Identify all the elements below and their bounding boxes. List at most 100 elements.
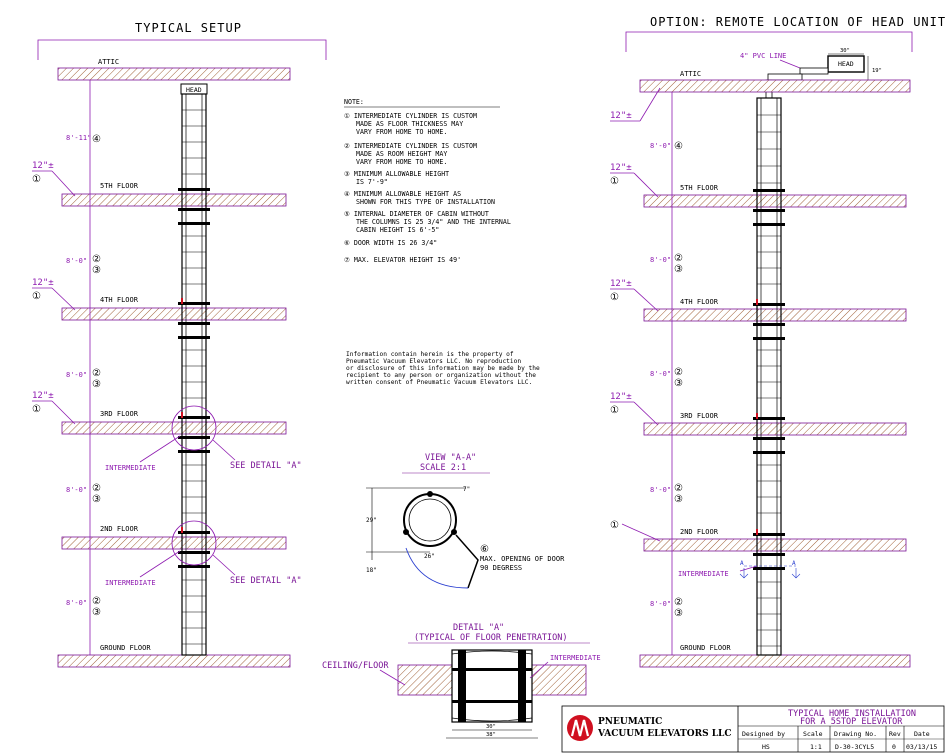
- svg-text:⑥ DOOR WIDTH IS 26 3/4": ⑥ DOOR WIDTH IS 26 3/4": [344, 239, 437, 247]
- elevator-tube-left: HEAD: [178, 83, 210, 656]
- intermediate-label-3rd: INTERMEDIATE: [105, 464, 156, 472]
- dim-5-4: 8'-0": [66, 257, 87, 265]
- fifth-floor-label: 5TH FLOOR: [100, 182, 139, 190]
- second-floor-slab: [61, 536, 287, 550]
- intermediate-label-2nd: INTERMEDIATE: [105, 579, 156, 587]
- marker-2d: ②: [92, 596, 101, 607]
- remote-bracket: [625, 31, 913, 52]
- ground-floor-label-right: GROUND FLOOR: [680, 644, 731, 652]
- svg-text:③: ③: [674, 264, 683, 275]
- svg-text:MADE AS ROOM HEIGHT MAY: MADE AS ROOM HEIGHT MAY: [356, 150, 447, 158]
- svg-text:12"±: 12"±: [610, 163, 632, 173]
- svg-text:THE COLUMNS IS 25 3/4" AND THE: THE COLUMNS IS 25 3/4" AND THE INTERNAL: [356, 218, 511, 226]
- svg-text:②: ②: [674, 367, 683, 378]
- ground-floor-slab: [57, 654, 291, 668]
- svg-text:19": 19": [872, 68, 882, 74]
- svg-text:②: ②: [674, 483, 683, 494]
- svg-text:12"±: 12"±: [32, 278, 54, 288]
- second-floor-label: 2ND FLOOR: [100, 525, 139, 533]
- svg-text:MAX. OPENING OF DOOR: MAX. OPENING OF DOOR: [480, 555, 565, 563]
- drawing-title-2: FOR A 5STOP ELEVATOR: [800, 717, 903, 727]
- fourth-floor-label-right: 4TH FLOOR: [680, 298, 719, 306]
- svg-text:①: ①: [32, 291, 41, 302]
- head-label-right: HEAD: [838, 60, 854, 68]
- svg-text:recipient to any person or org: recipient to any person or organization …: [346, 372, 536, 379]
- svg-text:D-30-3CYL5: D-30-3CYL5: [835, 743, 874, 751]
- svg-text:8'-0": 8'-0": [650, 370, 671, 378]
- svg-text:⑦ MAX. ELEVATOR HEIGHT IS 49': ⑦ MAX. ELEVATOR HEIGHT IS 49': [344, 256, 461, 264]
- fifth-floor-label-right: 5TH FLOOR: [680, 184, 719, 192]
- svg-text:IS 7'-9": IS 7'-9": [356, 178, 388, 186]
- svg-text:①: ①: [610, 405, 619, 416]
- svg-text:④ MINIMUM ALLOWABLE HEIGHT AS: ④ MINIMUM ALLOWABLE HEIGHT AS: [344, 190, 461, 198]
- svg-text:Rev: Rev: [889, 730, 901, 738]
- svg-text:③: ③: [674, 378, 683, 389]
- marker-2c: ②: [92, 483, 101, 494]
- svg-text:Information contain herein is: Information contain herein is the proper…: [346, 351, 514, 358]
- svg-text:①: ①: [610, 292, 619, 303]
- svg-text:③ MINIMUM ALLOWABLE HEIGHT: ③ MINIMUM ALLOWABLE HEIGHT: [344, 170, 449, 178]
- svg-text:8'-0": 8'-0": [650, 142, 671, 150]
- third-floor-label-right: 3RD FLOOR: [680, 412, 719, 420]
- attic-floor-slab: [57, 67, 291, 81]
- svg-text:⑥: ⑥: [480, 544, 489, 555]
- svg-text:12"±: 12"±: [32, 391, 54, 401]
- svg-text:8'-0": 8'-0": [650, 486, 671, 494]
- svg-text:written consent of Pneumatic V: written consent of Pneumatic Vacuum Elev…: [346, 379, 532, 386]
- company-logo: [567, 715, 593, 741]
- detail-circle-3rd: [171, 405, 217, 451]
- svg-text:1:1: 1:1: [810, 743, 822, 751]
- thickness-callout-3: 12"± ①: [32, 391, 76, 425]
- svg-text:26": 26": [424, 553, 435, 560]
- svg-text:30": 30": [840, 48, 850, 54]
- marker-2b: ②: [92, 368, 101, 379]
- marker-3c: ③: [92, 494, 101, 505]
- see-detail-a-1: SEE DETAIL "A": [230, 461, 302, 471]
- option-remote-title: OPTION: REMOTE LOCATION OF HEAD UNIT: [650, 15, 946, 29]
- svg-text:①: ①: [610, 520, 619, 531]
- svg-text:12"±: 12"±: [610, 279, 632, 289]
- svg-text:90 DEGRESS: 90 DEGRESS: [480, 564, 522, 572]
- svg-text:38": 38": [486, 732, 496, 738]
- company-name-1: PNEUMATIC: [598, 717, 662, 727]
- svg-text:7": 7": [463, 486, 470, 493]
- svg-text:② INTERMEDIATE CYLINDER IS CUS: ② INTERMEDIATE CYLINDER IS CUSTOM: [344, 142, 477, 150]
- ground-floor-label: GROUND FLOOR: [100, 644, 151, 652]
- intermediate-label-detail: INTERMEDIATE: [550, 654, 601, 662]
- svg-text:8'-0": 8'-0": [650, 600, 671, 608]
- view-aa-title: VIEW "A-A": [425, 453, 476, 463]
- svg-text:18": 18": [366, 567, 377, 574]
- detail-a: DETAIL "A" (TYPICAL OF FLOOR PENETRATION…: [322, 623, 601, 739]
- title-block: PNEUMATIC VACUUM ELEVATORS LLC TYPICAL H…: [561, 705, 945, 753]
- company-name-2: VACUUM ELEVATORS LLC: [597, 729, 732, 739]
- detail-circle-2nd: [171, 520, 217, 566]
- dim-2-g: 8'-0": [66, 599, 87, 607]
- head-label-left: HEAD: [186, 86, 202, 94]
- fourth-floor-label: 4TH FLOOR: [100, 296, 139, 304]
- third-floor-slab: [61, 421, 287, 435]
- view-aa-scale: SCALE 2:1: [420, 463, 466, 473]
- attic-label: ATTIC: [98, 58, 119, 66]
- svg-text:①: ①: [32, 174, 41, 185]
- marker-3d: ③: [92, 607, 101, 618]
- notes-block: NOTE: ① INTERMEDIATE CYLINDER IS CUSTOM …: [344, 98, 511, 264]
- thickness-callouts-right: 12"± 12"± ① 12"± ① 12"± ① ①: [610, 87, 661, 542]
- pvc-line-label: 4" PVC LINE: [740, 52, 786, 60]
- svg-text:03/13/15: 03/13/15: [906, 743, 937, 751]
- svg-text:SHOWN FOR THIS TYPE OF INSTALL: SHOWN FOR THIS TYPE OF INSTALLATION: [356, 198, 495, 206]
- svg-text:VARY FROM HOME TO HOME.: VARY FROM HOME TO HOME.: [356, 128, 447, 136]
- svg-text:③: ③: [674, 608, 683, 619]
- detail-a-title: DETAIL "A": [453, 623, 504, 633]
- svg-text:CABIN HEIGHT IS 6'-5": CABIN HEIGHT IS 6'-5": [356, 226, 439, 234]
- drawing-title-1: TYPICAL HOME INSTALLATION: [788, 709, 916, 719]
- remote-head-section: OPTION: REMOTE LOCATION OF HEAD UNIT 4" …: [610, 15, 946, 668]
- fourth-floor-slab: [61, 307, 287, 321]
- typical-setup-bracket: [37, 39, 327, 60]
- view-aa: VIEW "A-A" SCALE 2:1 7" 29" 26" 18" ⑥ MA…: [366, 453, 565, 589]
- marker-2a: ②: [92, 254, 101, 265]
- marker-4: ④: [92, 134, 101, 145]
- marker-3b: ③: [92, 379, 101, 390]
- svg-text:Drawing No.: Drawing No.: [834, 730, 877, 738]
- elevator-tube-right: [753, 97, 785, 656]
